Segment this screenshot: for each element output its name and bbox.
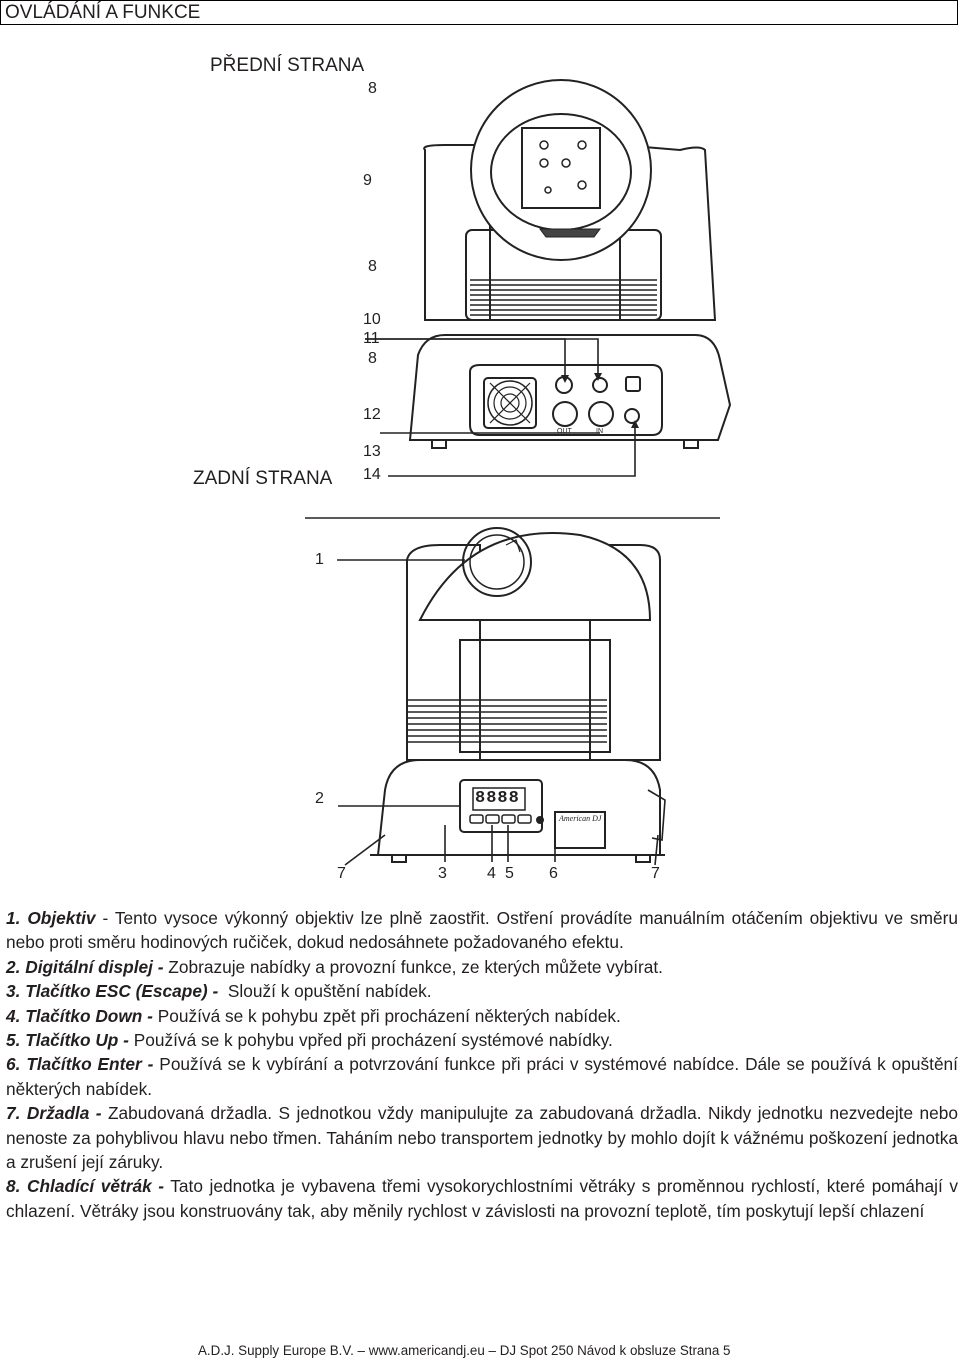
section-header: OVLÁDÁNÍ A FUNKCE: [0, 0, 958, 25]
front-foot-left: [391, 854, 407, 863]
callout-7: 7: [337, 865, 346, 882]
callout-6: 6: [549, 865, 558, 882]
desc-item: 8. Chladící větrák - Tato jednotka je vy…: [6, 1176, 958, 1221]
desc-item: 5. Tlačítko Up - Používá se k pohybu vpř…: [6, 1030, 613, 1051]
desc-item: 1. Objektiv - Tento vysoce výkonný objek…: [6, 908, 959, 953]
callout-10: 10: [363, 311, 381, 328]
front-buttons: [469, 814, 532, 824]
rear-adjust: [624, 408, 640, 424]
rear-fuse: [592, 377, 608, 393]
rear-arrow-heads: [561, 373, 639, 428]
callout-1: 1: [315, 551, 324, 568]
desc-item: 3. Tlačítko ESC (Escape) - Slouží k opuš…: [6, 981, 432, 1002]
callout-13: 13: [363, 443, 381, 460]
rear-view: [365, 79, 732, 477]
desc-item: 6. Tlačítko Enter - Používá se k vybírán…: [6, 1054, 958, 1099]
callout-12: 12: [363, 406, 381, 423]
callout-3: 3: [438, 865, 447, 882]
function-descriptions: 1. Objektiv - Tento vysoce výkonný objek…: [6, 906, 958, 1223]
front-vent-slats: [407, 699, 607, 743]
rear-in-label: IN: [596, 428, 603, 435]
callout-11: 11: [363, 330, 380, 347]
rear-dmx-out: [552, 401, 578, 427]
front-display-digits: 8888: [475, 789, 520, 808]
callout-8: 8: [368, 258, 377, 275]
callout-14: 14: [363, 466, 381, 483]
front-lens: [469, 534, 525, 590]
front-lens-glint: [505, 539, 521, 553]
callout-5: 5: [505, 865, 514, 882]
rear-out-label: OUT: [557, 428, 572, 435]
callout-2: 2: [315, 790, 324, 807]
rear-foot-left: [431, 439, 447, 449]
desc-item: 4. Tlačítko Down - Používá se k pohybu z…: [6, 1005, 621, 1026]
fixture-diagram: [305, 79, 732, 866]
callout-8: 8: [368, 350, 377, 367]
callout-9: 9: [363, 172, 372, 189]
front-foot-right: [635, 854, 651, 863]
rear-head-outer: [470, 79, 652, 261]
desc-item: 7. Držadla - Zabudovaná držadla. S jedno…: [6, 1103, 958, 1173]
front-led: [536, 816, 544, 824]
front-display-window: [472, 787, 526, 811]
page-footer: A.D.J. Supply Europe B.V. – www.american…: [198, 1343, 731, 1358]
callout-4: 4: [487, 865, 496, 882]
desc-item: 2. Digitální displej - Zobrazuje nabídky…: [6, 956, 663, 977]
rear-caption: ZADNÍ STRANA: [193, 468, 333, 489]
front-logo-plate: [554, 811, 606, 849]
front-caption: PŘEDNÍ STRANA: [210, 55, 365, 76]
front-yoke-block: [459, 639, 611, 753]
rear-power-switch: [625, 376, 641, 392]
front-logo-text: American DJ: [559, 814, 602, 823]
rear-fan: [483, 377, 537, 429]
front-yoke-left: [406, 544, 481, 761]
callout-8: 8: [368, 80, 377, 97]
front-view: [337, 527, 666, 866]
rear-plate: [521, 127, 601, 209]
rear-dmx-in: [588, 401, 614, 427]
front-head: [418, 532, 652, 621]
rear-panel: [469, 364, 663, 436]
section-title: OVLÁDÁNÍ A FUNKCE: [5, 2, 201, 23]
rear-leader-lines: [365, 338, 636, 477]
front-lens-ring: [462, 527, 532, 597]
rear-vent-slats: [470, 279, 657, 316]
front-base: [376, 759, 661, 856]
front-leader-lines: [337, 559, 659, 866]
rear-yoke-left: [423, 144, 491, 321]
rear-foot-right: [683, 439, 699, 449]
callout-7: 7: [651, 865, 660, 882]
rear-plate-screws: [539, 140, 587, 194]
rear-head-notch: [539, 228, 601, 238]
